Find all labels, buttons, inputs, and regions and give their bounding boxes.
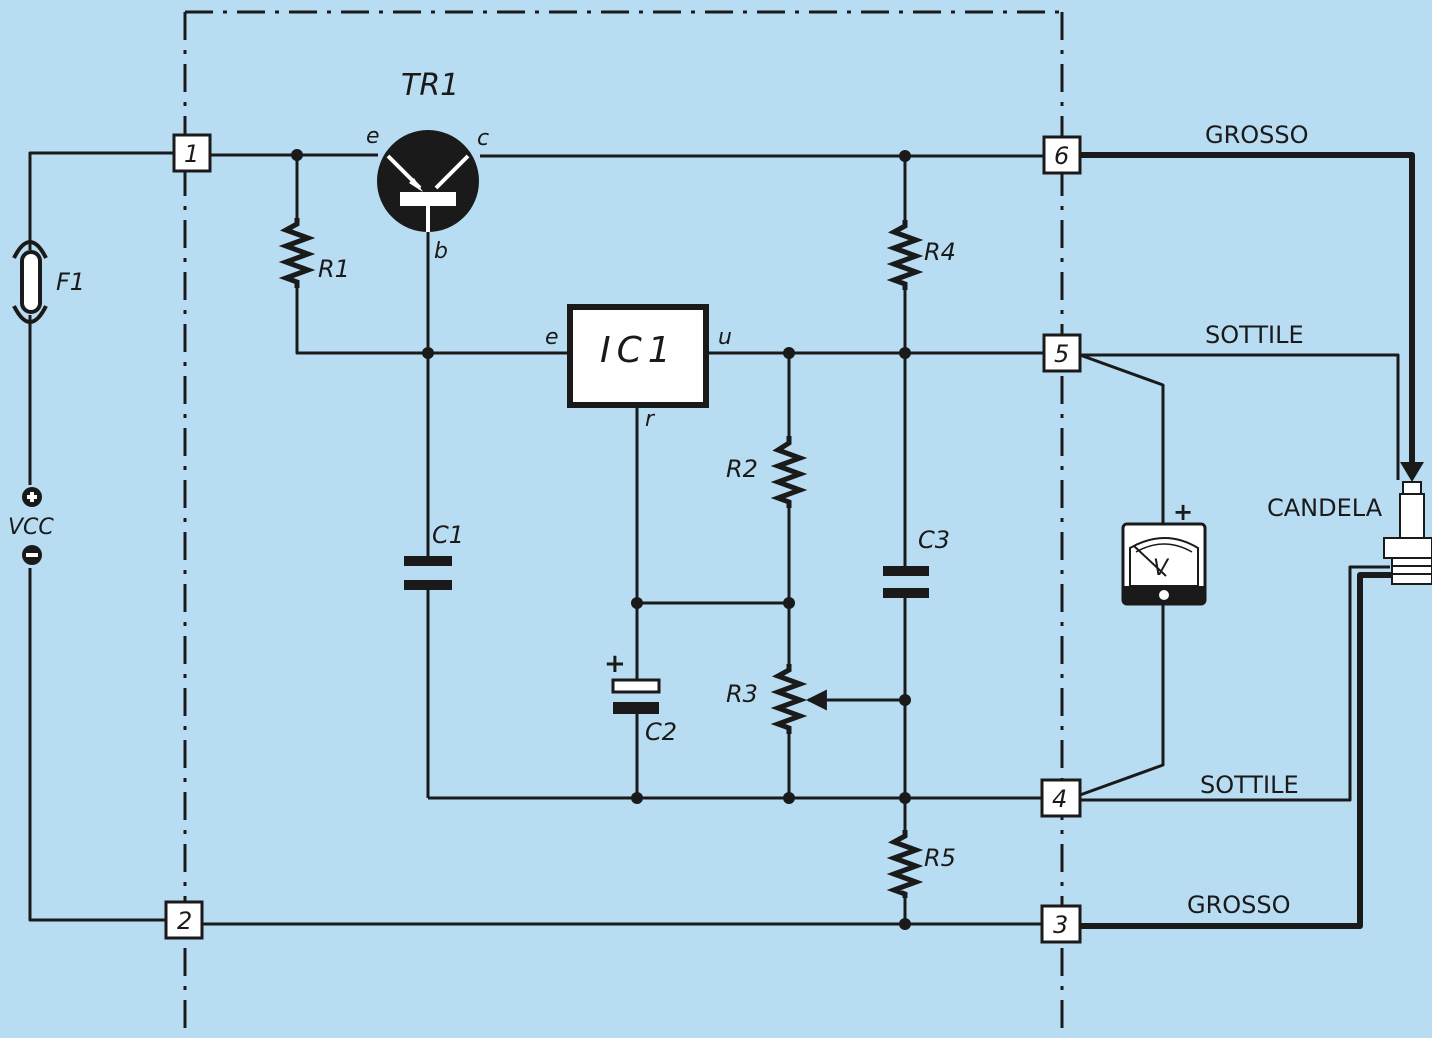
resistor-r3 [770, 664, 808, 734]
terminal-4 [1040, 778, 1082, 818]
candela-label: CANDELA [1267, 494, 1383, 522]
module-enclosure [183, 10, 1064, 1030]
ic1-output-label: u [718, 325, 732, 350]
terminal-2 [164, 900, 204, 940]
ic1-input-label: e [545, 325, 559, 350]
vcc-label: VCC [8, 515, 54, 540]
ic1-ref-label: r [645, 407, 656, 432]
r4-label: R4 [924, 238, 956, 266]
resistor-r5 [886, 830, 924, 898]
tr1-emitter-label: e [366, 124, 380, 149]
terminal-3 [1040, 904, 1082, 944]
c1-label: C1 [432, 521, 464, 549]
vcc-supply [22, 487, 42, 565]
r1-label: R1 [318, 255, 350, 283]
wire-label-grosso-bottom: GROSSO [1187, 891, 1291, 919]
wire-label-grosso-top: GROSSO [1205, 121, 1309, 149]
thick-wire-arrow [1400, 462, 1424, 482]
voltmeter-symbol: V [1153, 556, 1170, 581]
thick-wires [1080, 152, 1415, 929]
resistor-r4 [886, 220, 924, 290]
terminal-5-label: 5 [1054, 340, 1069, 368]
voltmeter [1121, 522, 1207, 606]
fuse-f1 [12, 239, 48, 325]
tr1-label: TR1 [401, 68, 459, 103]
terminal-2-label: 2 [177, 907, 192, 935]
wire-label-sottile-top: SOTTILE [1205, 321, 1304, 349]
wire-label-sottile-bottom: SOTTILE [1200, 771, 1299, 799]
f1-label: F1 [56, 268, 85, 296]
terminal-1-label: 1 [184, 140, 199, 168]
resistor-r2 [770, 436, 808, 508]
capacitor-c2 [611, 678, 661, 714]
junction-dots [291, 149, 911, 930]
tr1-base-label: b [434, 239, 448, 264]
capacitor-c3 [883, 566, 929, 598]
r2-label: R2 [726, 455, 758, 483]
terminal-6-label: 6 [1054, 142, 1069, 170]
voltmeter-plus-sign: + [1173, 498, 1193, 526]
c2-plus-sign: + [604, 649, 626, 679]
c2-label: C2 [645, 718, 677, 746]
resistor-r1 [278, 218, 316, 288]
terminal-3-label: 3 [1053, 911, 1068, 939]
capacitor-c1 [404, 556, 452, 590]
ic1-block [567, 304, 709, 408]
r5-label: R5 [924, 844, 956, 872]
transistor-tr1 [377, 130, 479, 232]
ic1-label: IC1 [600, 330, 677, 371]
terminal-6 [1042, 135, 1082, 175]
terminal-5 [1042, 333, 1082, 373]
terminal-4-label: 4 [1052, 785, 1067, 813]
c3-label: C3 [918, 526, 950, 554]
spark-plug-icon [1383, 481, 1432, 585]
r3-label: R3 [726, 680, 758, 708]
tr1-collector-label: c [477, 126, 489, 151]
wires [28, 151, 1400, 926]
terminal-1 [172, 133, 212, 173]
